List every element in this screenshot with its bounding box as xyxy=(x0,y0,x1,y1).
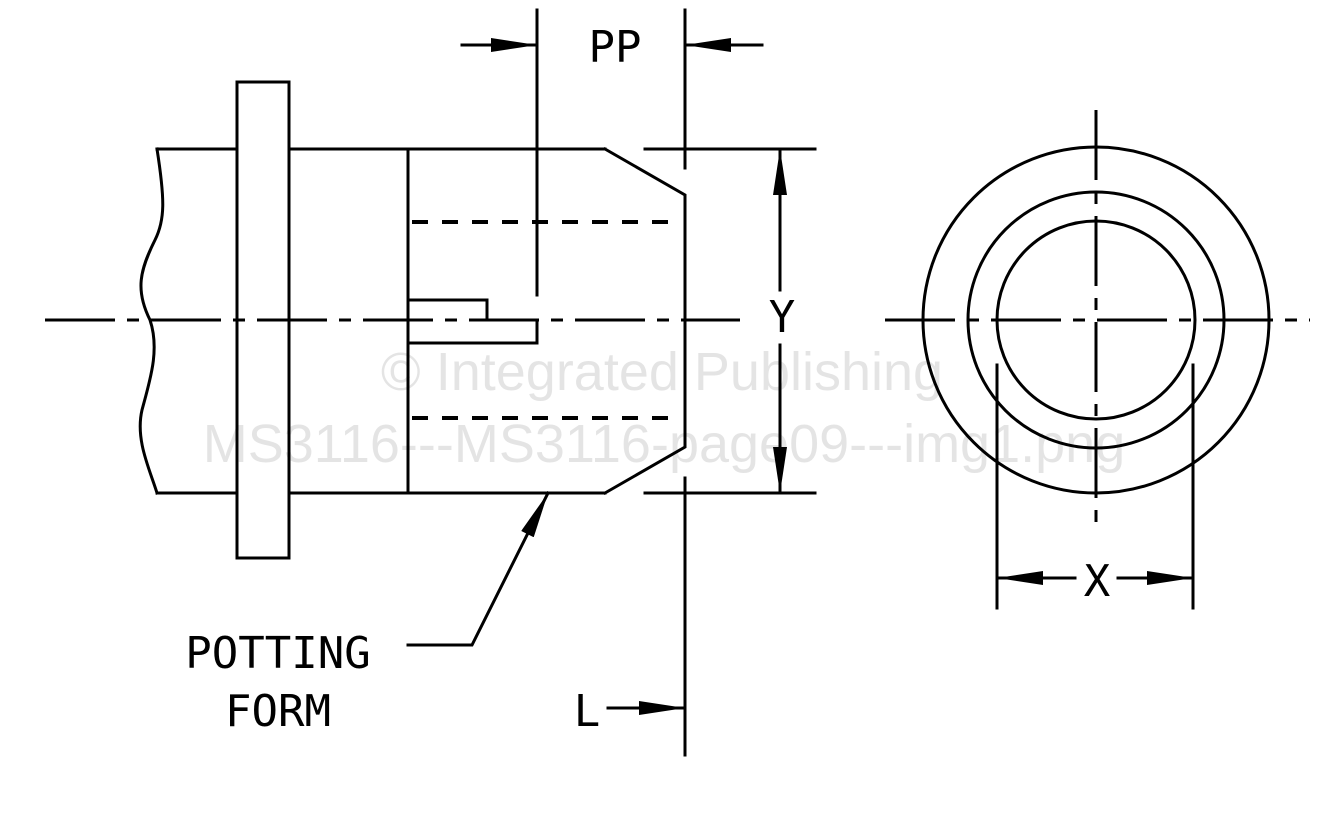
potting-label: POTTING xyxy=(185,628,370,679)
break-line xyxy=(138,147,165,495)
l-label: L xyxy=(574,686,601,737)
x-label: X xyxy=(1084,556,1111,607)
end-view xyxy=(885,110,1310,530)
pp-dimension: PP xyxy=(460,8,764,297)
l-dimension: L xyxy=(574,476,687,757)
key-upper xyxy=(406,298,489,322)
potting-form-callout: POTTING FORM xyxy=(185,490,551,737)
key-lower xyxy=(406,318,539,345)
watermark-line1: © Integrated Publishing xyxy=(381,342,943,402)
pp-label: PP xyxy=(589,22,642,73)
y-label: Y xyxy=(769,292,796,343)
form-label: FORM xyxy=(225,686,331,737)
side-view xyxy=(45,80,740,560)
x-dimension: X xyxy=(995,363,1195,610)
watermark-line2: MS3116---MS3116-page09---img1.png xyxy=(203,414,1125,474)
y-dimension: Y xyxy=(643,147,817,495)
